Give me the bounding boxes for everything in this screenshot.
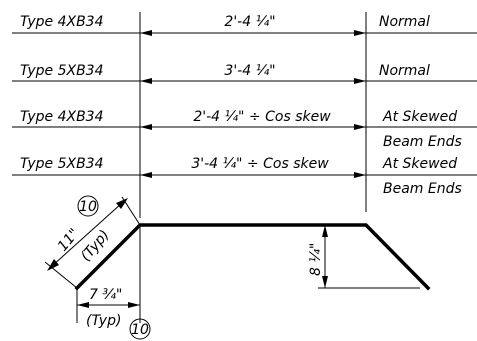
table-row: Type 4XB34 2'-4 ¼" Normal (12, 14, 477, 36)
condition-label-line2: Beam Ends (383, 181, 462, 197)
arrowhead-left (140, 30, 152, 36)
arrowhead (322, 276, 328, 288)
connector-profile (74, 223, 431, 291)
callout-circle (77, 195, 99, 217)
slope-callout-number: 10 (79, 199, 97, 215)
row-dimension: 2'-4 ¼" ÷ Cos skew (193, 109, 331, 125)
arrowhead-left (140, 124, 152, 130)
arrowhead-left (140, 172, 152, 178)
arrowhead-right (354, 124, 366, 130)
base-dimension-label: 7 ¾" (89, 287, 122, 303)
slope-dimension-label: 11" (55, 226, 83, 255)
extension-line (44, 261, 78, 289)
condition-label: At Skewed (382, 156, 457, 172)
condition-label-line2: Beam Ends (383, 134, 462, 150)
arrowhead-right (354, 172, 366, 178)
type-label: Type 4XB34 (20, 14, 104, 30)
slope-dimension-line (51, 202, 123, 267)
arrowhead-right (354, 78, 366, 84)
table-row: Type 5XB34 3'-4 ¼" Normal (12, 63, 477, 84)
condition-label: At Skewed (382, 109, 457, 125)
type-label: Type 4XB34 (20, 109, 104, 125)
height-dimension-label: 8 ¼" (308, 243, 324, 276)
condition-label: Normal (379, 63, 430, 79)
table-row: Type 5XB34 3'-4 ¼" ÷ Cos skew At Skewed … (12, 156, 477, 197)
arrowhead-left (140, 78, 152, 84)
condition-label: Normal (379, 14, 430, 30)
type-label: Type 5XB34 (20, 156, 104, 172)
type-label: Type 5XB34 (20, 63, 104, 79)
arrowhead (128, 302, 140, 308)
callout-circle (129, 318, 151, 340)
row-dimension: 2'-4 ¼" (224, 14, 275, 30)
arrowhead (77, 302, 89, 308)
base-typ-note: (Typ) (86, 313, 121, 329)
row-dimension: 3'-4 ¼" (224, 63, 275, 79)
height-dimension: 8 ¼" (308, 225, 420, 289)
table-row: Type 4XB34 2'-4 ¼" ÷ Cos skew At Skewed … (12, 109, 477, 150)
row-dimension: 3'-4 ¼" ÷ Cos skew (191, 156, 329, 172)
base-callout-number: 10 (131, 322, 149, 338)
arrowhead (47, 259, 59, 271)
base-dimension: 7 ¾" (Typ) 10 (76, 225, 151, 340)
arrowhead (322, 225, 328, 237)
arrowhead (116, 198, 128, 209)
arrowhead-right (354, 30, 366, 36)
